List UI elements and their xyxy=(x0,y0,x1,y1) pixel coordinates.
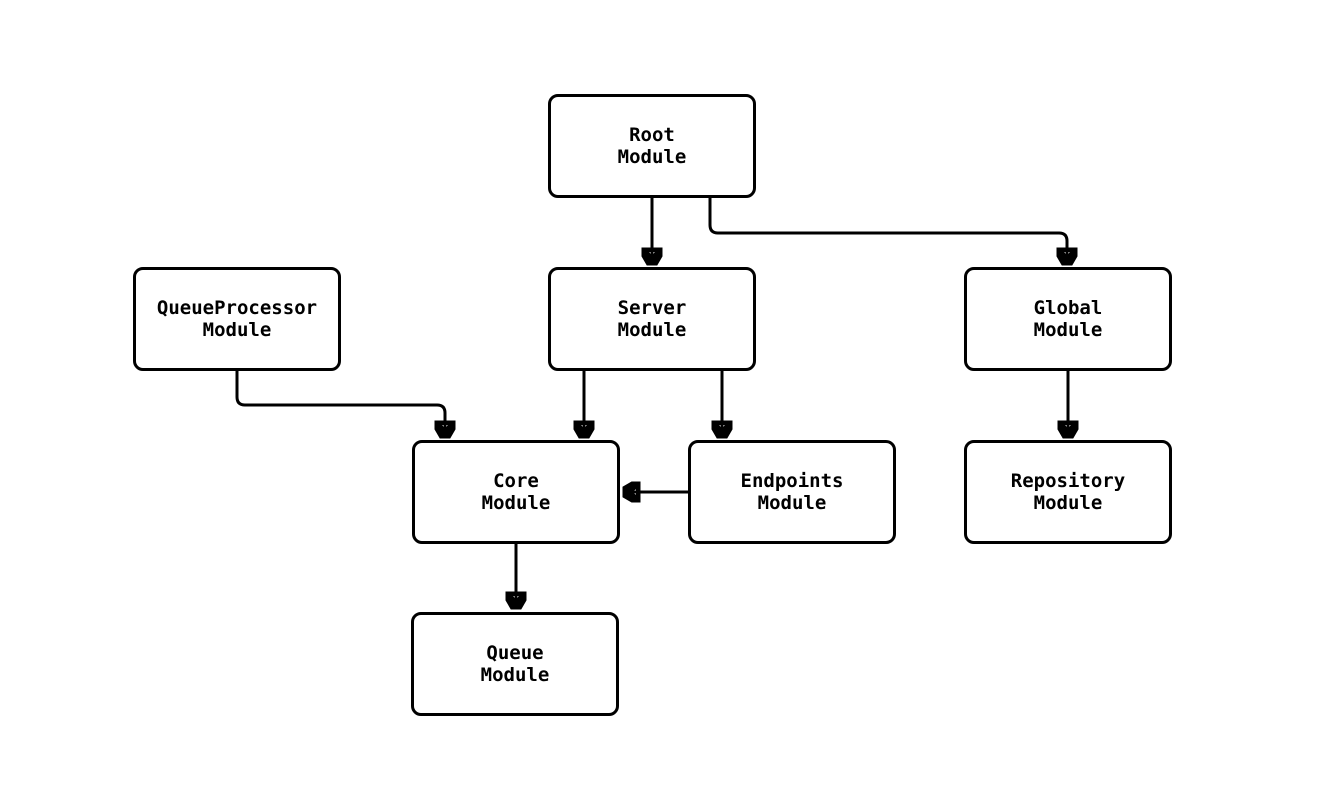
node-queue-module-name: Queue xyxy=(486,642,544,664)
node-root-module-suffix: Module xyxy=(617,146,687,168)
node-queue-module: Queue Module xyxy=(411,612,619,716)
node-root-module-name: Root xyxy=(629,124,675,146)
node-global-module: Global Module xyxy=(964,267,1172,371)
node-endpoints-module-name: Endpoints xyxy=(740,470,844,492)
node-server-module: Server Module xyxy=(548,267,756,371)
edge-root-to-global xyxy=(708,198,1067,264)
node-repository-module-name: Repository xyxy=(1010,470,1126,492)
node-server-module-name: Server xyxy=(617,297,687,319)
node-root-module: Root Module xyxy=(548,94,756,198)
node-core-module: Core Module xyxy=(412,440,620,544)
node-global-module-suffix: Module xyxy=(1033,319,1103,341)
node-core-module-suffix: Module xyxy=(481,492,551,514)
node-endpoints-module-suffix: Module xyxy=(757,492,827,514)
edge-queueprocessor-to-core xyxy=(235,371,445,437)
node-global-module-name: Global xyxy=(1033,297,1103,319)
node-queueprocessor-module-name: QueueProcessor xyxy=(156,297,318,319)
node-repository-module: Repository Module xyxy=(964,440,1172,544)
node-server-module-suffix: Module xyxy=(617,319,687,341)
node-queue-module-suffix: Module xyxy=(480,664,550,686)
node-core-module-name: Core xyxy=(493,470,539,492)
node-endpoints-module: Endpoints Module xyxy=(688,440,896,544)
node-queueprocessor-module: QueueProcessor Module xyxy=(133,267,341,371)
node-queueprocessor-module-suffix: Module xyxy=(202,319,272,341)
node-repository-module-suffix: Module xyxy=(1033,492,1103,514)
